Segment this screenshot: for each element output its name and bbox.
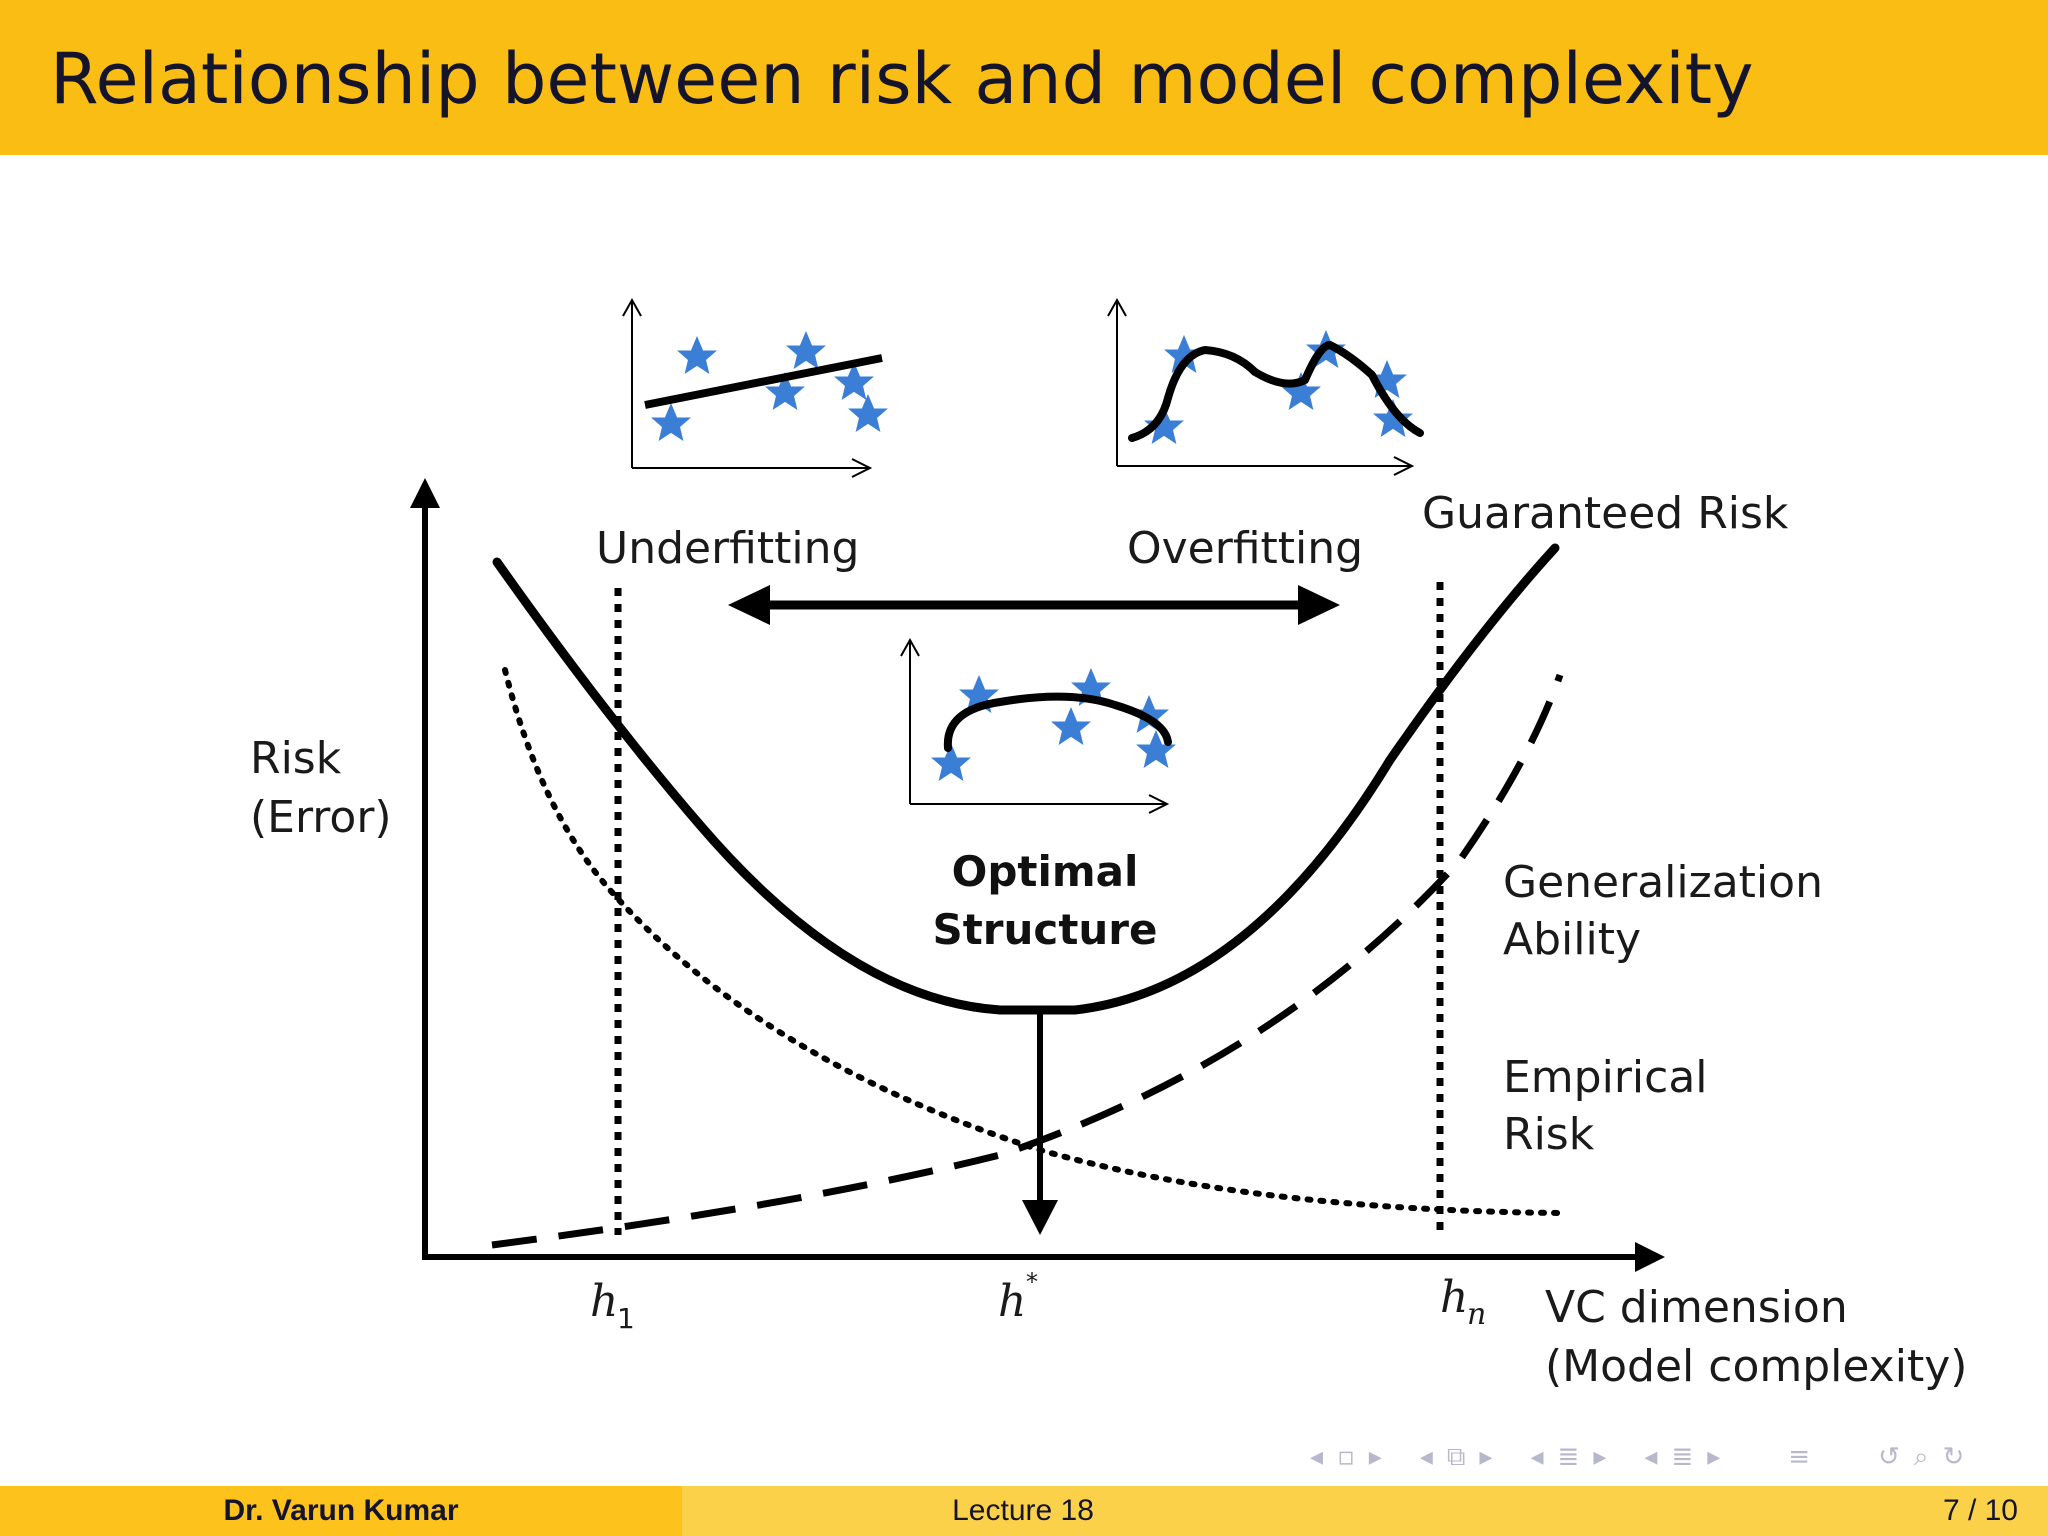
- nav-undo-icon[interactable]: ↺: [1878, 1442, 1900, 1472]
- tick-hn: h n: [1440, 1272, 1486, 1332]
- overfitting-label: Overfitting: [1127, 523, 1363, 574]
- overfitting-inset: [1107, 297, 1424, 476]
- tick-hstar: h *: [998, 1268, 1038, 1327]
- svg-text:h: h: [590, 1276, 618, 1327]
- beamer-navigation: ◂ ▫ ▸ ◂ ⧉ ▸ ◂ ≣ ▸ ◂ ≣ ▸ ≡ ↺ ⌕ ↻: [1310, 1437, 2030, 1477]
- x-axis-label-line2: (Model complexity): [1545, 1341, 1967, 1392]
- nav-doc-next-icon[interactable]: ▸: [1707, 1442, 1721, 1472]
- nav-redo-icon[interactable]: ↻: [1942, 1442, 1965, 1472]
- optimal-inset: [900, 637, 1176, 814]
- generalization-label-line2: Ability: [1503, 914, 1641, 965]
- y-axis-label-risk: Risk: [250, 733, 342, 784]
- generalization-ability-curve: [491, 673, 1564, 1249]
- nav-appendix-icon[interactable]: ≡: [1788, 1442, 1811, 1472]
- nav-frame-icon[interactable]: ▫: [1337, 1442, 1355, 1472]
- nav-doc-prev-icon[interactable]: ◂: [1644, 1442, 1658, 1472]
- nav-search-icon[interactable]: ⌕: [1913, 1441, 1929, 1472]
- empirical-label-line1: Empirical: [1503, 1052, 1708, 1103]
- nav-frame-prev-icon[interactable]: ◂: [1310, 1442, 1324, 1472]
- footer-page-number: 7 / 10: [1364, 1486, 2048, 1536]
- footer: Dr. Varun Kumar Lecture 18 7 / 10: [0, 1486, 2048, 1536]
- nav-subsection-prev-icon[interactable]: ◂: [1419, 1442, 1433, 1472]
- fit-double-arrow: [728, 585, 1340, 625]
- nav-subsection-icon[interactable]: ⧉: [1446, 1441, 1466, 1472]
- nav-frame-next-icon[interactable]: ▸: [1368, 1442, 1382, 1472]
- footer-lecture: Lecture 18: [682, 1486, 1364, 1536]
- main-axes: [410, 478, 1665, 1272]
- svg-text:*: *: [1026, 1268, 1038, 1296]
- y-axis-label-error: (Error): [250, 792, 392, 843]
- empirical-label-line2: Risk: [1503, 1109, 1595, 1160]
- nav-section-prev-icon[interactable]: ◂: [1530, 1442, 1544, 1472]
- svg-text:h: h: [998, 1276, 1026, 1327]
- nav-subsection-next-icon[interactable]: ▸: [1479, 1442, 1493, 1472]
- underfitting-label: Underfitting: [596, 523, 859, 574]
- guaranteed-risk-curve: [492, 543, 1560, 1015]
- slide-title: Relationship between risk and model comp…: [50, 38, 1754, 120]
- guaranteed-risk-label: Guaranteed Risk: [1422, 488, 1789, 539]
- x-axis-arrow-icon: [1635, 1242, 1665, 1272]
- svg-text:h: h: [1440, 1272, 1468, 1323]
- nav-section-icon[interactable]: ≣: [1557, 1442, 1580, 1472]
- footer-author: Dr. Varun Kumar: [0, 1486, 682, 1536]
- nav-section-next-icon[interactable]: ▸: [1593, 1442, 1607, 1472]
- nav-doc-icon[interactable]: ≣: [1671, 1442, 1694, 1472]
- optimal-label-line2: Structure: [932, 905, 1157, 954]
- underfitting-inset: [622, 297, 888, 478]
- optimal-down-arrow: [1022, 1012, 1058, 1235]
- generalization-label-line1: Generalization: [1503, 857, 1823, 908]
- optimal-label-line1: Optimal: [952, 847, 1139, 896]
- empirical-risk-curve: [502, 667, 1563, 1216]
- risk-complexity-diagram: Underfitting Overfitting Guaranteed Risk…: [250, 297, 1967, 1392]
- title-bar: Relationship between risk and model comp…: [0, 0, 2048, 155]
- svg-text:n: n: [1467, 1297, 1486, 1332]
- y-axis-arrow-icon: [410, 478, 440, 508]
- tick-h1: h 1: [590, 1276, 635, 1335]
- x-axis-label-line1: VC dimension: [1545, 1282, 1848, 1333]
- svg-text:1: 1: [617, 1302, 635, 1335]
